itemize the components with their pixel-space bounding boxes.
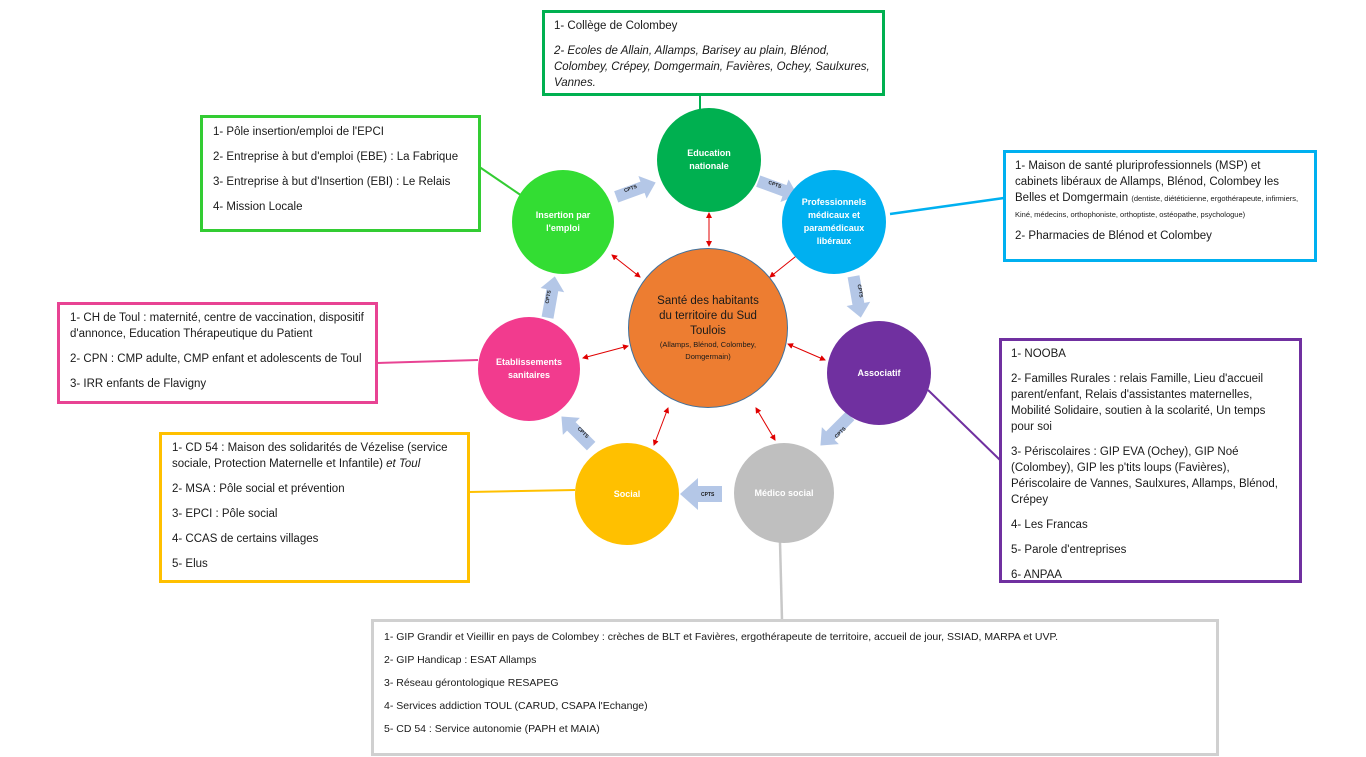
box-assoc: 1- NOOBA 2- Familles Rurales : relais Fa…: [999, 338, 1302, 583]
cpts-arrow-insertion-to-education: [614, 175, 656, 203]
connector-medsoc: [778, 541, 784, 621]
cpts-label-5: CPTS: [701, 492, 715, 498]
node-medsoc-label: Médico social: [754, 487, 814, 498]
cpts-arrow-assoc-to-medsoc: [820, 411, 855, 446]
cpts-arrow-medsoc-to-social: [680, 478, 722, 510]
box-assoc-item-6: 6- ANPAA: [1011, 569, 1062, 581]
box-medsoc-item-1: 1- GIP Grandir et Vieillir en pays de Co…: [384, 631, 1059, 643]
box-insertion-item-2: 2- Entreprise à but d'emploi (EBE) : La …: [213, 151, 459, 163]
link-arrow-assoc: [787, 343, 826, 361]
box-education-item-1: 1- Collège de Colombey: [554, 20, 678, 32]
connector-pro: [889, 196, 1005, 216]
cpts-arrow-social-to-etab: [561, 416, 596, 451]
box-medsoc-item-4: 4- Services addiction TOUL (CARUD, CSAPA…: [384, 700, 648, 712]
box-medsoc-item-3: 3- Réseau gérontologique RESAPEG: [384, 677, 559, 689]
connector-assoc: [927, 389, 1001, 461]
box-assoc-item-1: 1- NOOBA: [1011, 348, 1066, 360]
box-pro-item-1: 1- Maison de santé pluriprofessionnels (…: [1015, 160, 1280, 204]
box-social-item-5: 5- Elus: [172, 558, 208, 570]
box-medsoc-item-2: 2- GIP Handicap : ESAT Allamps: [384, 654, 537, 666]
box-etab: 1- CH de Toul : maternité, centre de vac…: [57, 302, 378, 404]
box-etab-item-2: 2- CPN : CMP adulte, CMP enfant et adole…: [70, 353, 362, 365]
node-assoc: Associatif: [827, 321, 931, 425]
box-social: 1- CD 54 : Maison des solidarités de Véz…: [159, 432, 470, 583]
box-pro: 1- Maison de santé pluriprofessionnels (…: [1003, 150, 1317, 262]
node-education: Education nationale: [657, 108, 761, 212]
cpts-arrow-etab-to-insertion: [540, 276, 565, 319]
box-social-item-1: 1- CD 54 : Maison des solidarités de Véz…: [172, 442, 448, 470]
box-education: 1- Collège de Colombey 2- Ecoles de Alla…: [542, 10, 885, 96]
node-pro: Professionnels médicaux et paramédicaux …: [782, 170, 886, 274]
box-assoc-item-4: 4- Les Francas: [1011, 519, 1088, 531]
node-insertion-label: Insertion par l'emploi: [535, 210, 591, 233]
cpts-arrow-pro-to-assoc: [846, 275, 871, 318]
box-social-item-1-italic: et Toul: [386, 458, 421, 470]
node-insertion: Insertion par l'emploi: [512, 170, 614, 274]
box-pro-item-2: 2- Pharmacies de Blénod et Colombey: [1015, 230, 1212, 242]
box-etab-item-1: 1- CH de Toul : maternité, centre de vac…: [70, 312, 364, 340]
link-arrow-social: [652, 407, 670, 446]
box-etab-item-3: 3- IRR enfants de Flavigny: [70, 378, 207, 390]
node-social-label: Social: [613, 488, 641, 499]
node-education-label: Education nationale: [687, 148, 731, 171]
node-social: Social: [575, 443, 679, 545]
box-insertion-item-1: 1- Pôle insertion/emploi de l'EPCI: [213, 126, 384, 138]
link-arrow-medsoc: [755, 407, 776, 441]
node-pro-label: Professionnels médicaux et paramédicaux …: [801, 197, 867, 246]
node-etab: Etablissements sanitaires: [478, 317, 580, 421]
box-medsoc: 1- GIP Grandir et Vieillir en pays de Co…: [371, 619, 1219, 756]
center-subtitle: (Allamps, Blénod, Colombey, Domgermain): [659, 339, 757, 361]
center-node: Santé des habitants du territoire du Sud…: [628, 248, 788, 408]
link-arrow-insertion: [611, 254, 641, 278]
box-assoc-item-2: 2- Familles Rurales : relais Famille, Li…: [1011, 373, 1266, 433]
link-arrow-etab: [582, 344, 629, 360]
node-assoc-label: Associatif: [857, 367, 901, 378]
cpts-arrow-education-to-pro: [756, 175, 798, 203]
node-etab-label: Etablissements sanitaires: [495, 357, 563, 380]
box-social-item-2: 2- MSA : Pôle social et prévention: [172, 483, 345, 495]
box-pro-item-1-detail: (dentiste, diététicienne, ergothérapeute…: [1015, 194, 1299, 219]
center-title: Santé des habitants du territoire du Sud…: [657, 294, 759, 337]
box-social-item-4: 4- CCAS de certains villages: [172, 533, 319, 545]
connector-social: [468, 489, 576, 493]
connector-etab: [376, 359, 479, 364]
box-medsoc-item-5: 5- CD 54 : Service autonomie (PAPH et MA…: [384, 723, 600, 735]
box-assoc-item-3: 3- Périscolaires : GIP EVA (Ochey), GIP …: [1011, 446, 1278, 506]
box-education-item-2: 2- Ecoles de Allain, Allamps, Barisey au…: [554, 45, 870, 89]
box-insertion-item-4: 4- Mission Locale: [213, 201, 303, 213]
box-insertion: 1- Pôle insertion/emploi de l'EPCI 2- En…: [200, 115, 481, 232]
node-medsoc: Médico social: [734, 443, 834, 543]
box-assoc-item-5: 5- Parole d'entreprises: [1011, 544, 1127, 556]
box-social-item-3: 3- EPCI : Pôle social: [172, 508, 278, 520]
connector-insertion: [477, 165, 523, 197]
box-insertion-item-3: 3- Entreprise à but d'Insertion (EBI) : …: [213, 176, 451, 188]
